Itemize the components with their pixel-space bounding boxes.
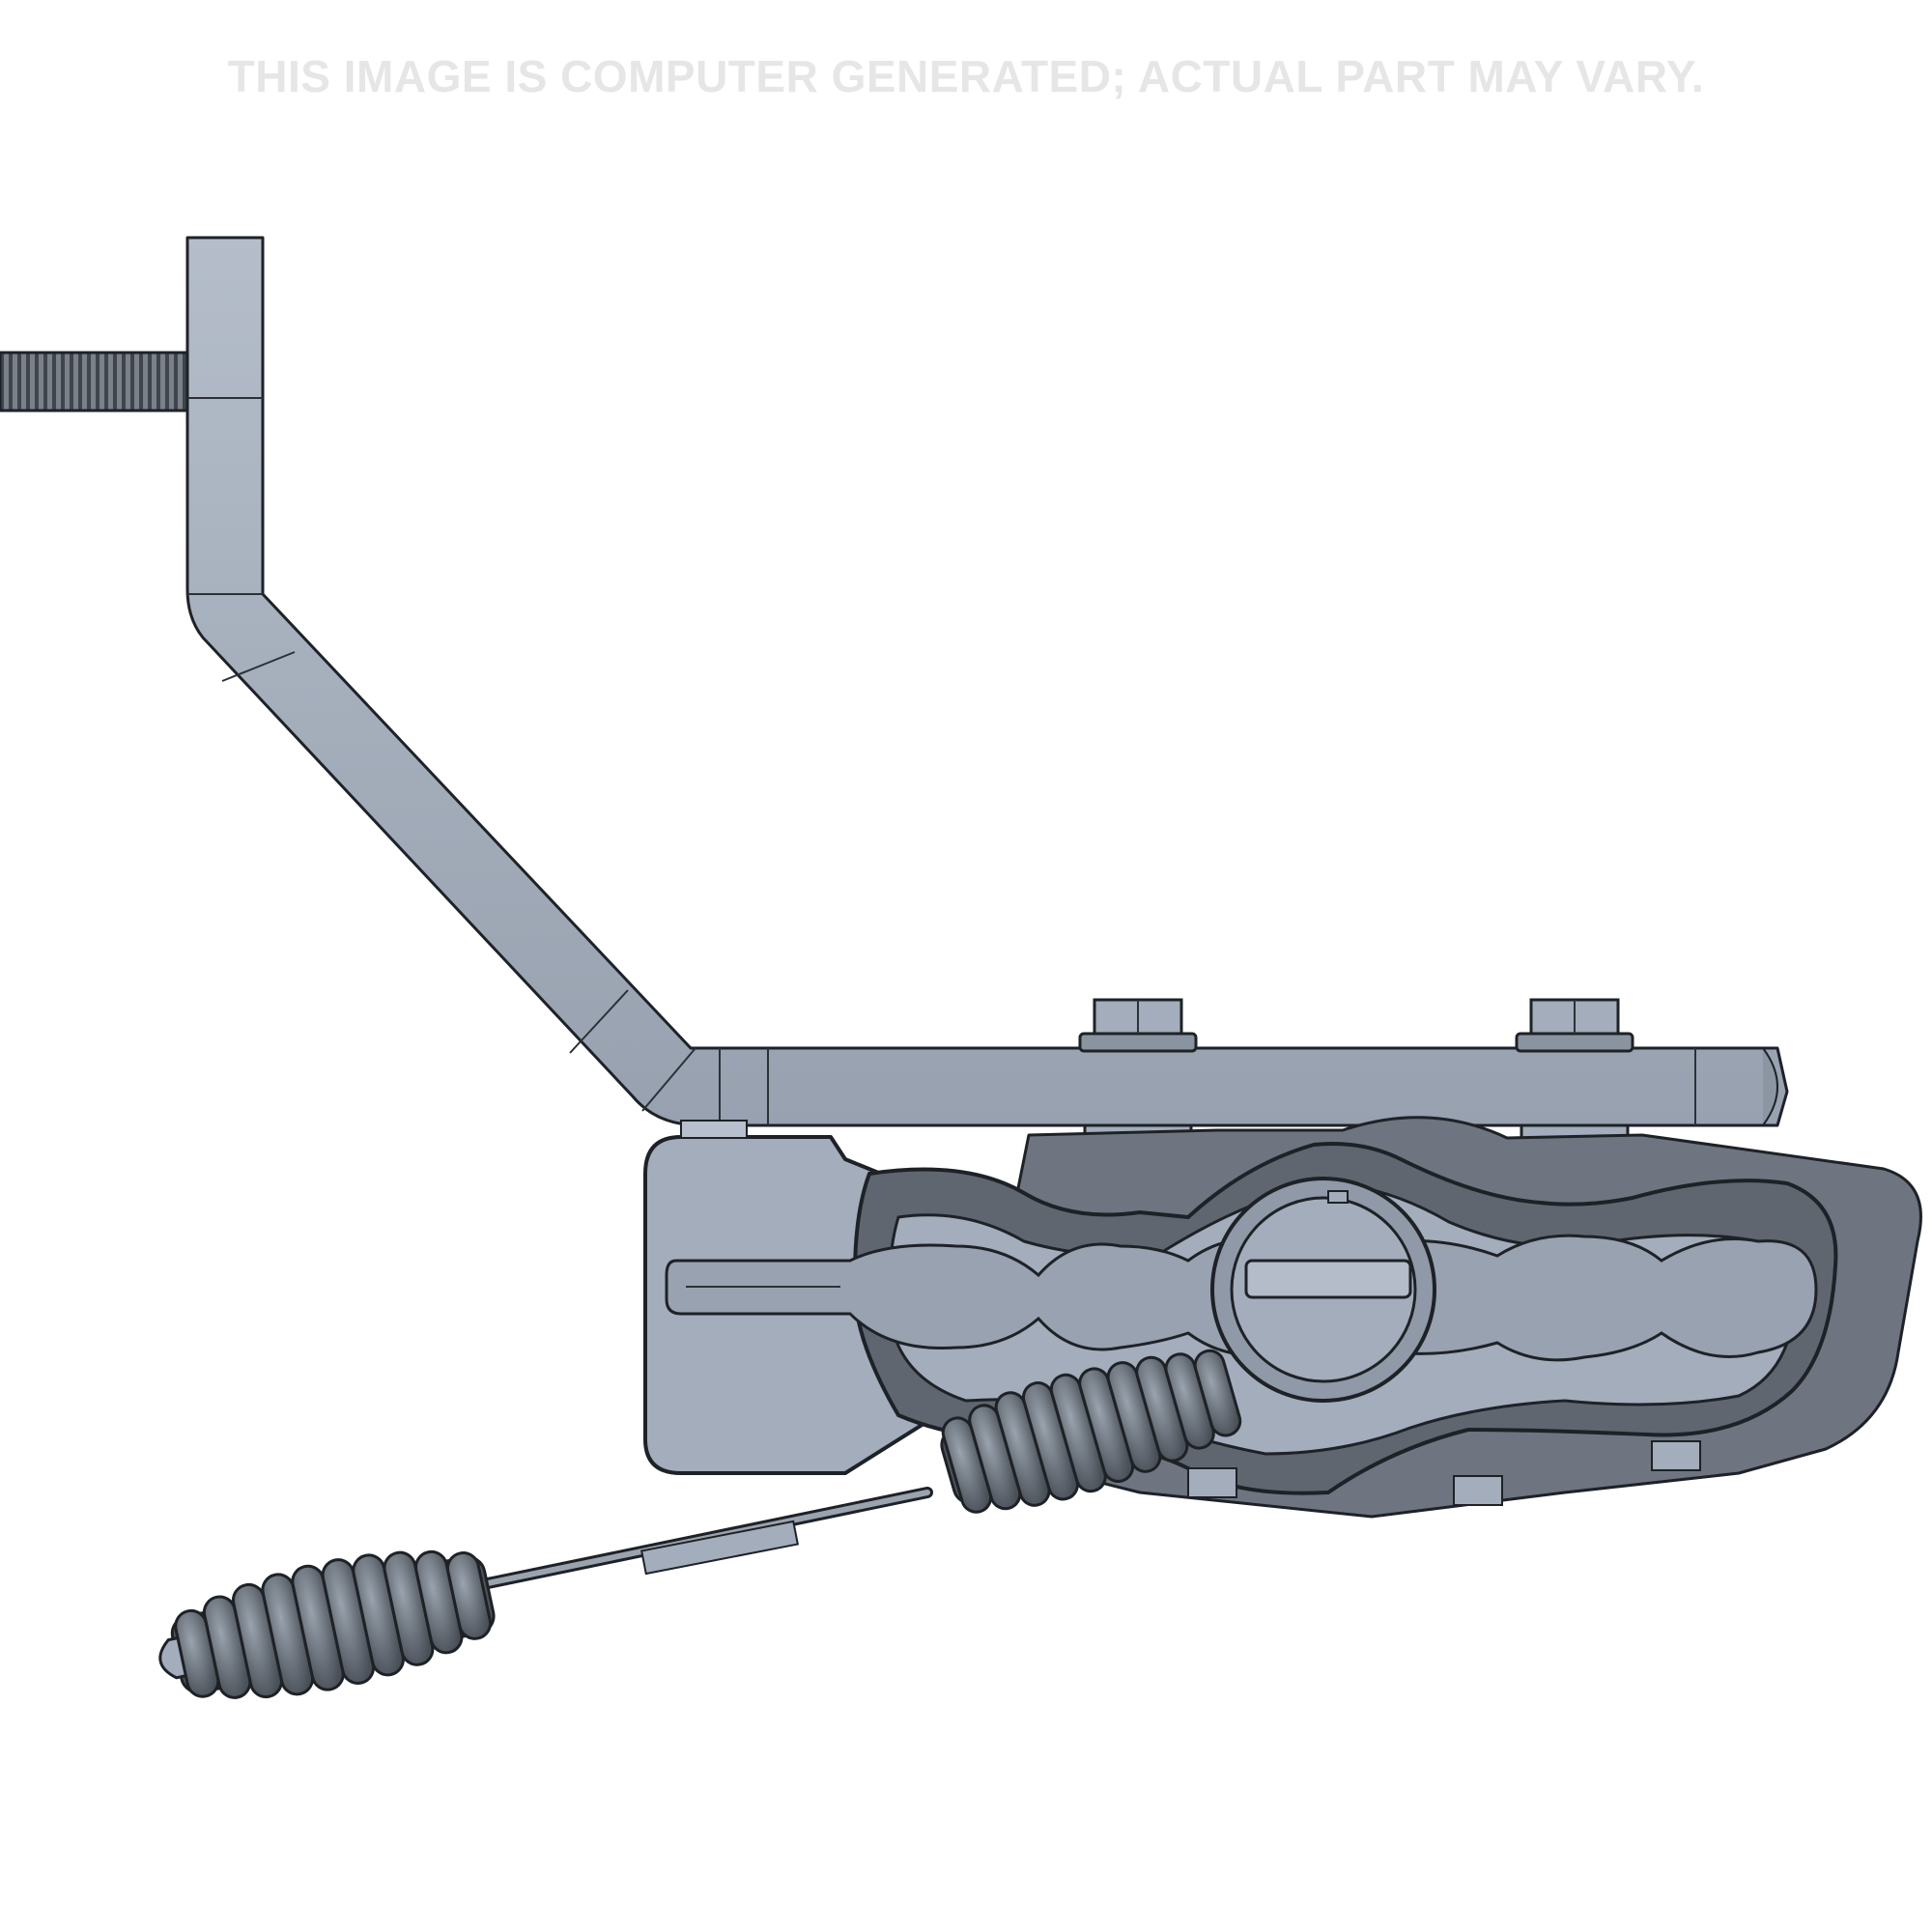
bracket-arm [185, 236, 1789, 1127]
center-knob [1210, 1177, 1436, 1403]
disclaimer-text: THIS IMAGE IS COMPUTER GENERATED; ACTUAL… [227, 51, 1705, 101]
spring-upper [940, 1349, 1242, 1514]
cable [477, 1487, 933, 1590]
housing-clips [1187, 1440, 1701, 1506]
spring-lower [158, 1549, 496, 1699]
threaded-stud [0, 351, 191, 412]
